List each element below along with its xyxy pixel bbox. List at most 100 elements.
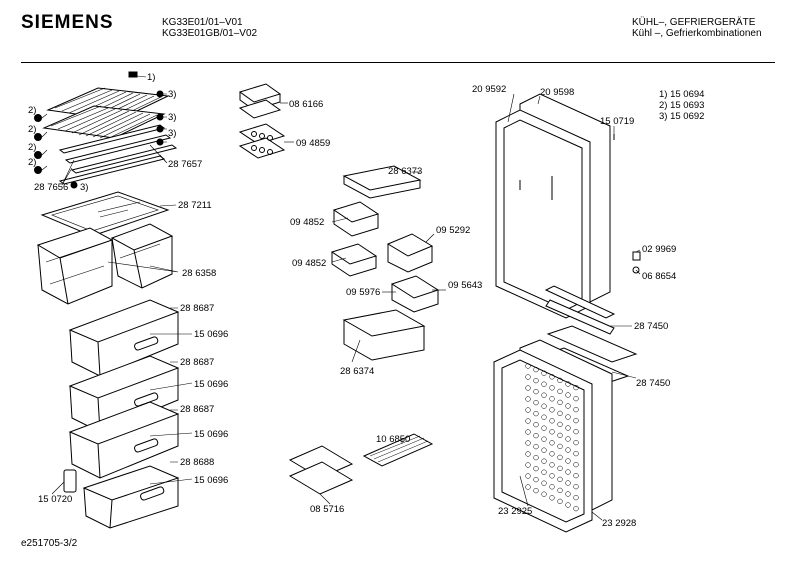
part-number: 09 5292: [436, 225, 470, 236]
part-number: 23 2928: [602, 518, 636, 529]
fridge-door: [495, 93, 616, 319]
marker-3: 3): [80, 182, 88, 193]
freezer-drawers: [68, 299, 180, 529]
door-dimple: [533, 410, 539, 417]
shelf-strips: [58, 124, 178, 185]
category-title-1: KÜHL–, GEFRIERGERÄTE: [632, 17, 756, 28]
door-dimple: [573, 406, 579, 413]
part-number: 08 5716: [310, 504, 344, 515]
brand-logo: SIEMENS: [21, 12, 114, 33]
door-dimple: [541, 414, 547, 420]
door-dimple: [541, 458, 547, 464]
door-dimple: [557, 388, 563, 395]
part-number: 09 4852: [292, 258, 326, 269]
door-dimple: [565, 414, 571, 420]
door-dimple: [533, 366, 539, 373]
door-dimple: [549, 484, 555, 490]
freezer-hatch: [288, 445, 354, 495]
part-number: 09 5643: [448, 280, 482, 291]
door-dimple: [557, 432, 563, 439]
door-dimple: [549, 407, 555, 413]
door-dimple: [533, 432, 539, 439]
door-dimple: [533, 465, 539, 472]
part-number: 28 7211: [178, 200, 212, 211]
part-number: 15 0696: [194, 475, 228, 486]
part-number: 15 0719: [600, 116, 634, 127]
door-dimple: [573, 384, 579, 391]
header-rule: [21, 62, 775, 63]
part-number: 28 8687: [180, 357, 214, 368]
door-dimple: [541, 392, 547, 398]
marker-2: 2): [28, 157, 36, 168]
door-dimple: [549, 440, 555, 446]
marker-2: 2): [28, 105, 36, 116]
door-dimple: [573, 472, 579, 479]
door-dimple: [525, 484, 531, 490]
part-number: 28 8688: [180, 457, 214, 468]
door-dimple: [525, 462, 531, 468]
door-dimple: [573, 428, 579, 435]
part-number: 28 7450: [634, 321, 668, 332]
door-dimple: [573, 494, 579, 501]
door-dimple: [533, 443, 539, 450]
part-number: 28 6358: [182, 268, 216, 279]
door-dimple: [557, 421, 563, 428]
door-dimple: [573, 505, 579, 512]
door-dimple: [557, 465, 563, 472]
shelf-clip-icons: [34, 71, 164, 189]
door-dimple: [549, 396, 555, 402]
door-dimple: [541, 436, 547, 442]
door-dimple: [541, 469, 547, 475]
legend-line: 2) 15 0693: [659, 100, 704, 111]
door-dimple: [525, 363, 531, 369]
door-dimple: [533, 399, 539, 406]
legend-line: 1) 15 0694: [659, 89, 704, 100]
part-labels: 1) 3) 3) 3) 2) 2) 2) 2) 28 7657 28 7656 …: [28, 72, 704, 529]
door-dimple: [533, 388, 539, 395]
door-bins: [330, 165, 440, 361]
part-number: 02 9969: [642, 244, 676, 255]
door-dimple: [525, 374, 531, 380]
egg-tray: [238, 123, 286, 159]
door-dimple: [565, 502, 571, 508]
door-dimple: [525, 429, 531, 435]
door-dimple: [565, 491, 571, 497]
door-dimple: [573, 450, 579, 457]
door-dimple: [565, 381, 571, 387]
door-dimple: [549, 462, 555, 468]
door-dimple: [549, 429, 555, 435]
door-dimple: [541, 491, 547, 497]
door-dimple: [565, 480, 571, 486]
marker-3: 3): [168, 128, 176, 139]
door-dimple: [541, 480, 547, 486]
marker-2: 2): [28, 142, 36, 153]
door-dimple: [549, 473, 555, 479]
part-number: 28 6373: [388, 166, 422, 177]
door-dimple: [541, 370, 547, 376]
door-dimple: [565, 392, 571, 398]
freezer-door: [493, 339, 613, 533]
crisper-drawer: [36, 223, 174, 305]
door-dimple: [549, 418, 555, 424]
marker-3: 3): [168, 89, 176, 100]
part-number: 20 9592: [472, 84, 506, 95]
door-dimple: [533, 487, 539, 494]
door-dimple: [549, 495, 555, 501]
category-title-2: Kühl –, Gefrierkombinationen: [632, 28, 762, 39]
door-dimple: [565, 436, 571, 442]
door-dimple: [557, 399, 563, 406]
door-dimple: [525, 473, 531, 479]
part-number: 23 2925: [498, 506, 532, 517]
part-number: 28 8687: [180, 404, 214, 415]
door-dimple: [533, 421, 539, 428]
wire-shelf: [42, 87, 170, 140]
drawing-code: e251705-3/2: [21, 538, 78, 549]
door-dimple: [525, 385, 531, 391]
part-number: 28 7656: [34, 182, 68, 193]
door-dimple: [573, 395, 579, 402]
ice-cube-tray: [362, 433, 434, 467]
freezer-door-dots: [525, 363, 579, 512]
part-number: 15 0696: [194, 429, 228, 440]
part-number: 08 6166: [289, 99, 323, 110]
